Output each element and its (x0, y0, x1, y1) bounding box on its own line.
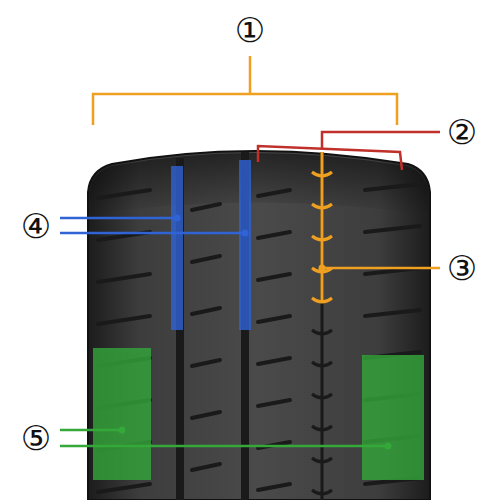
callout-number: ③ (447, 251, 477, 285)
groove-highlight (171, 166, 183, 330)
shoulder-highlight (362, 355, 424, 480)
leader-dot (319, 265, 326, 272)
callout-number: ① (235, 13, 265, 47)
groove-highlight (239, 160, 251, 330)
leader-line (60, 429, 122, 432)
leader-line (60, 445, 388, 448)
shoulder-highlight (93, 348, 151, 480)
center-sipes (312, 330, 332, 494)
center-highlight-sipes (312, 172, 332, 302)
leader-dot (385, 443, 392, 450)
leader-line (322, 267, 440, 270)
tire-body (88, 151, 430, 500)
rib-bracket (258, 132, 440, 170)
leader-dot (174, 215, 181, 222)
leader-dot (242, 230, 249, 237)
leader-line (60, 217, 177, 220)
callout-number: ④ (21, 209, 51, 243)
leader-dot (119, 427, 126, 434)
tire-shoulder-shade (90, 153, 428, 215)
center-groove (321, 152, 324, 500)
callout-number: ② (447, 115, 477, 149)
callout-number: ⑤ (21, 421, 51, 455)
width-bracket (93, 56, 397, 125)
leader-line (60, 232, 245, 235)
